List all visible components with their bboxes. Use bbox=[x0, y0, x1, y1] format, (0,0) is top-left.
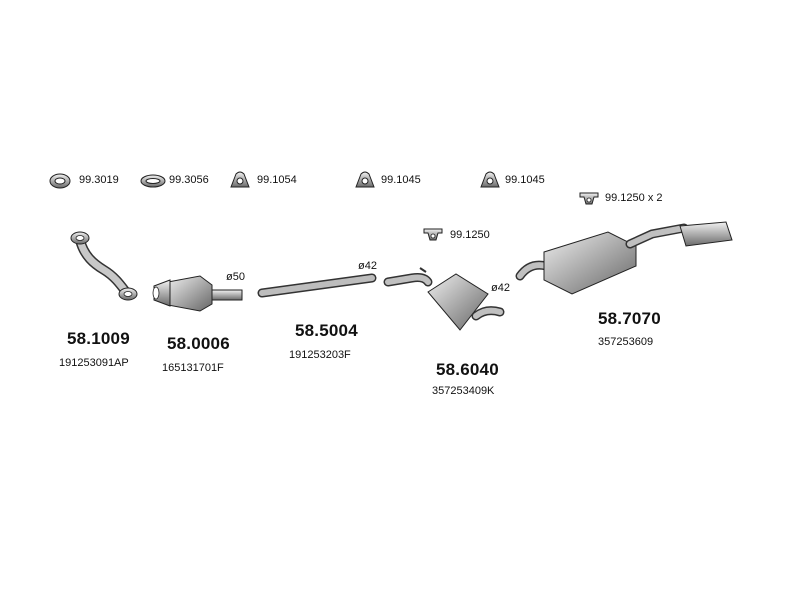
front-pipe-icon bbox=[70, 231, 138, 301]
rear-silencer-icon bbox=[515, 221, 733, 295]
oem-number-191253203f: 191253203F bbox=[289, 349, 351, 361]
oem-number-165131701f: 165131701F bbox=[162, 362, 224, 374]
mount-code-99-1045-b: 99.1045 bbox=[505, 174, 545, 186]
diameter-label-silencer: ø42 bbox=[491, 282, 510, 294]
diameter-label-cat: ø50 bbox=[226, 271, 245, 283]
mount-code-99-1250-x2: 99.1250 x 2 bbox=[605, 192, 663, 204]
intermediate-pipe-icon bbox=[257, 273, 377, 298]
mount-code-99-3019: 99.3019 bbox=[79, 174, 119, 186]
part-number-58-0006: 58.0006 bbox=[167, 334, 230, 353]
mount-code-99-1250: 99.1250 bbox=[450, 229, 490, 241]
oem-number-191253091ap: 191253091AP bbox=[59, 357, 129, 369]
bracket-hanger-icon bbox=[423, 228, 443, 241]
bracket-hanger-icon bbox=[579, 192, 599, 205]
catalytic-converter-icon bbox=[152, 275, 243, 312]
part-number-58-6040: 58.6040 bbox=[436, 360, 499, 379]
middle-silencer-icon bbox=[383, 267, 505, 331]
mount-code-99-3056: 99.3056 bbox=[169, 174, 209, 186]
mount-code-99-1045-a: 99.1045 bbox=[381, 174, 421, 186]
oval-gasket-icon bbox=[140, 174, 166, 188]
gasket-ring-icon bbox=[49, 173, 71, 189]
oem-number-357253409k: 357253409K bbox=[432, 385, 495, 397]
rubber-hanger-icon bbox=[480, 171, 500, 188]
part-number-58-1009: 58.1009 bbox=[67, 329, 130, 348]
mount-code-99-1054: 99.1054 bbox=[257, 174, 297, 186]
part-number-58-5004: 58.5004 bbox=[295, 321, 358, 340]
oem-number-357253609: 357253609 bbox=[598, 336, 654, 348]
rubber-hanger-icon bbox=[355, 171, 375, 188]
diameter-label-pipe: ø42 bbox=[358, 260, 377, 272]
rubber-hanger-icon bbox=[230, 171, 250, 188]
part-number-58-7070: 58.7070 bbox=[598, 309, 661, 328]
